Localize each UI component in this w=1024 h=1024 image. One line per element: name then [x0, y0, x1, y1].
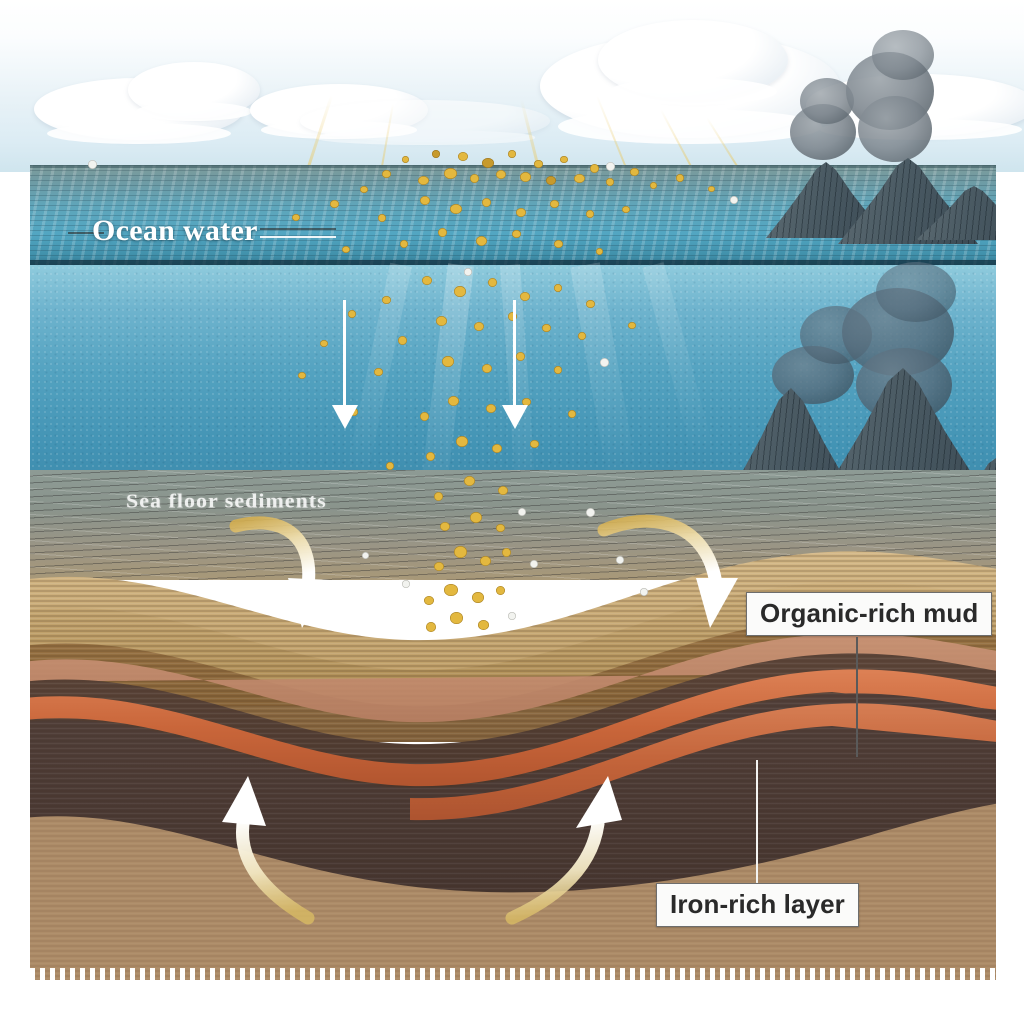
- organic-rich-mud-leader: [856, 637, 858, 757]
- down-arrow-icon: [343, 300, 346, 408]
- smoke-plume-icon: [872, 30, 934, 80]
- cloud-icon: [128, 62, 260, 122]
- burial-arrow-right: [590, 508, 790, 648]
- iron-rich-layer-label[interactable]: Iron-rich layer: [656, 883, 859, 928]
- cloud-icon: [598, 20, 788, 105]
- strata-svg: [30, 551, 996, 980]
- cloud-icon: [300, 100, 550, 145]
- ocean-water-label: Ocean water: [92, 214, 258, 247]
- smoke-plume-icon: [876, 262, 956, 322]
- seafloor-illegible-label: Sea floor sediments: [126, 489, 327, 513]
- burial-arrow-left: [210, 512, 400, 642]
- organic-rich-mud-label[interactable]: Organic-rich mud: [746, 592, 993, 637]
- sediment-strata: [30, 0, 996, 980]
- illustration-torn-edge: [30, 968, 996, 980]
- smoke-plume-icon: [858, 96, 932, 162]
- volcano-icon: [766, 162, 886, 238]
- down-arrow-icon: [513, 300, 516, 408]
- iron-rich-layer-leader: [756, 760, 758, 883]
- volcano-icon: [916, 186, 996, 240]
- illustration-panel: Sea floor sediments: [30, 0, 996, 980]
- upwelling-arrow-left: [200, 760, 390, 930]
- upwelling-arrow-right: [488, 770, 678, 930]
- smoke-plume-icon: [800, 78, 854, 124]
